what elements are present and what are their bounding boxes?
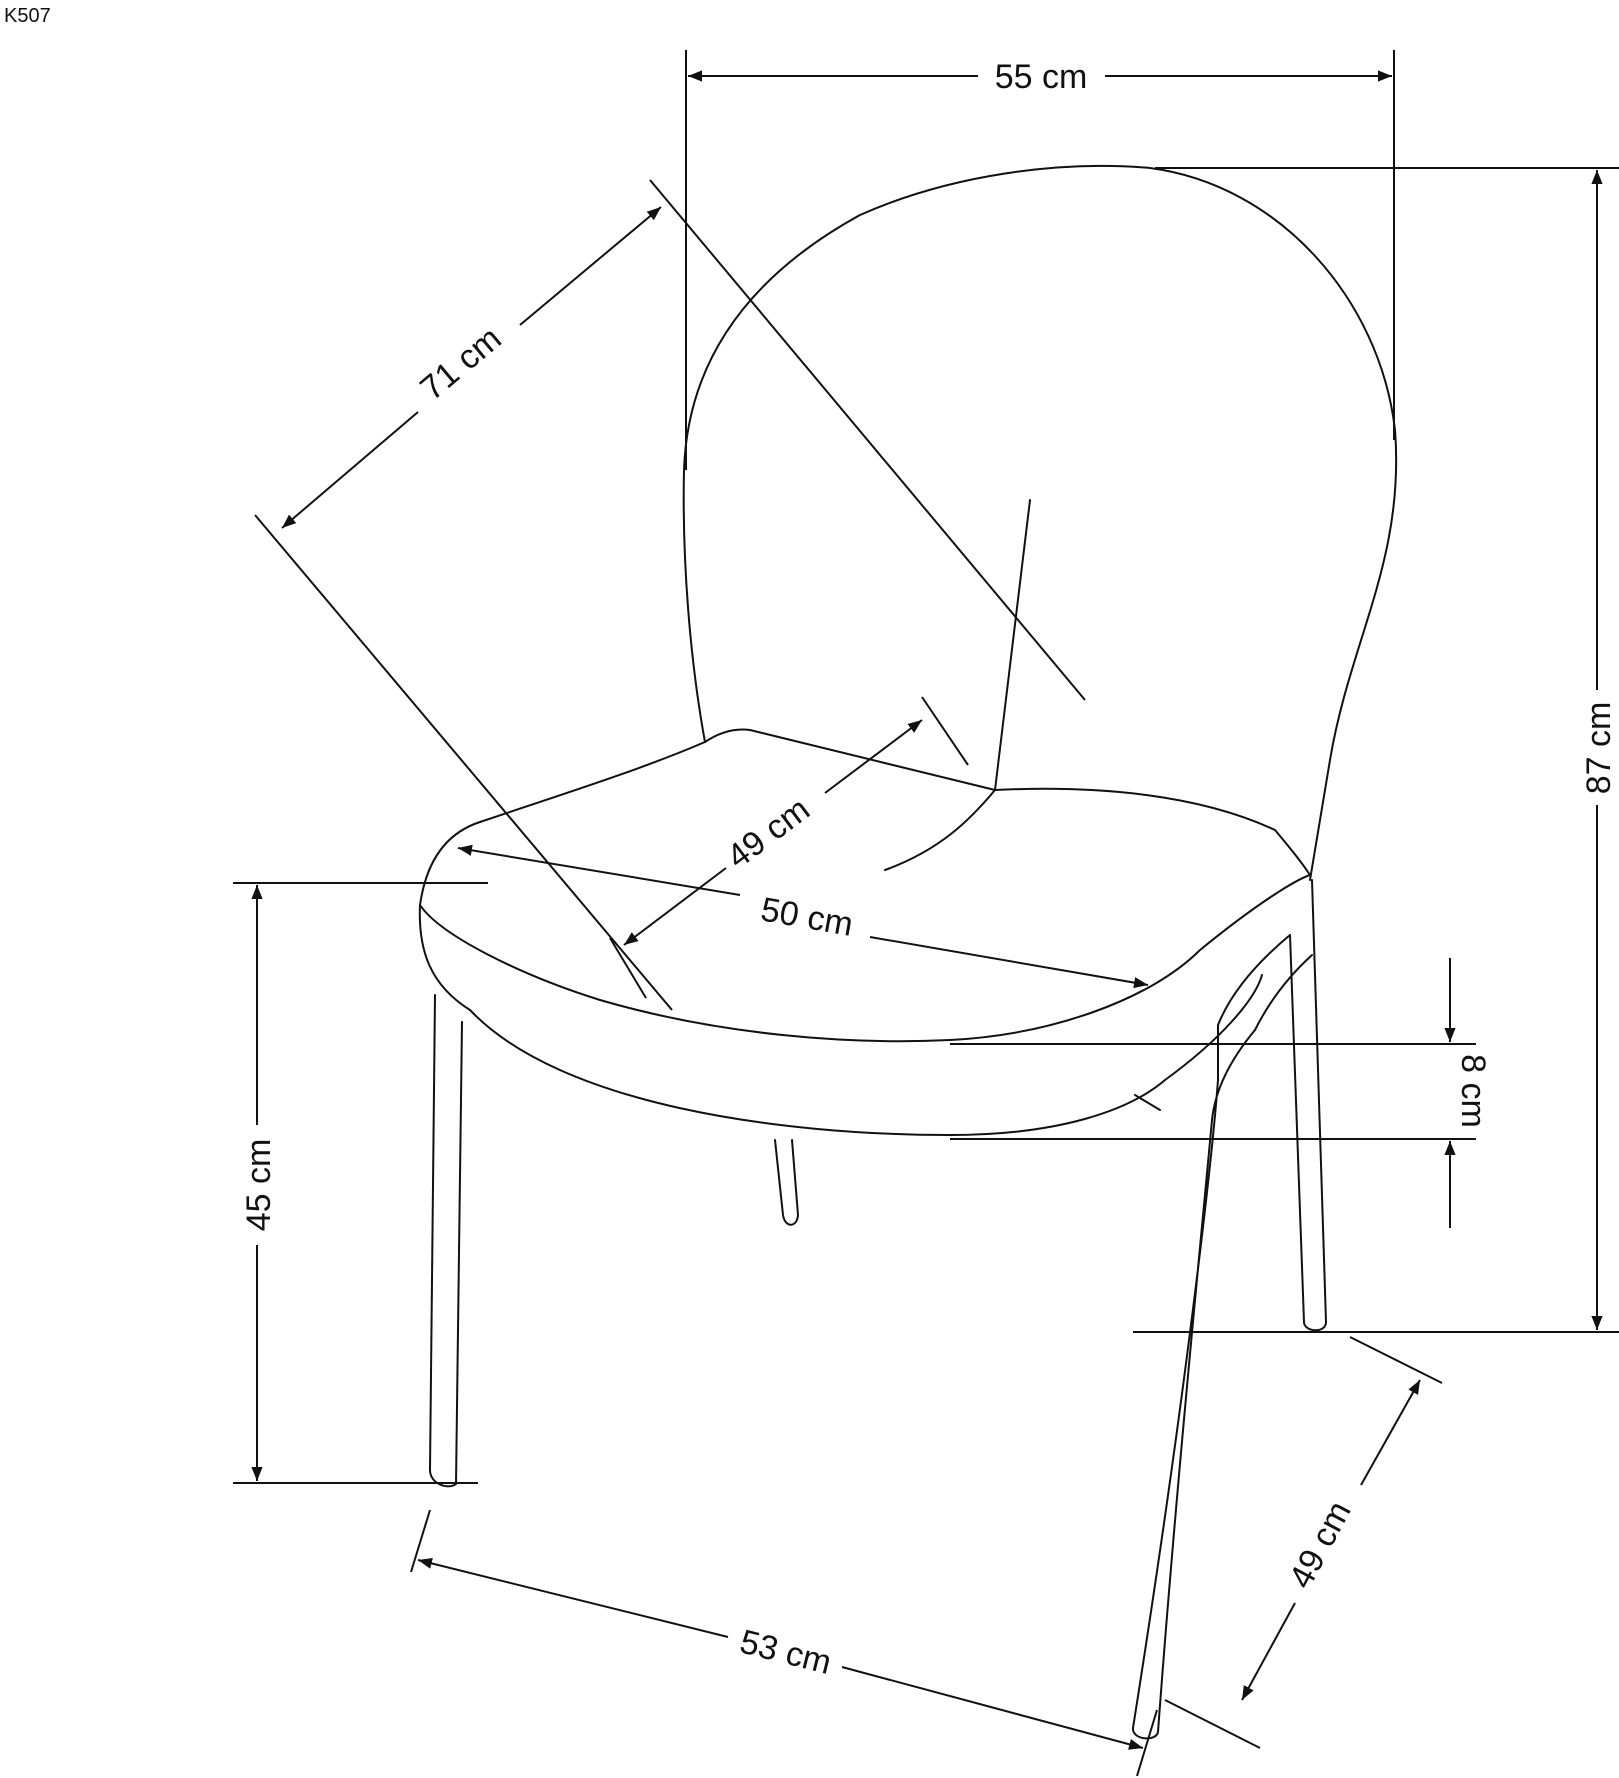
backrest-inner-line [994, 499, 1031, 791]
back-right-leg [1289, 879, 1327, 1332]
dimension-seat-thickness: 8 cm [950, 958, 1492, 1228]
label-backrest-diagonal: 71 cm [413, 319, 508, 408]
label-base-width: 53 cm [736, 1623, 835, 1682]
dimension-base-depth: 49 cm [1164, 1336, 1443, 1749]
front-left-leg [429, 994, 463, 1488]
backrest-seam-curve [884, 789, 996, 871]
label-seat-height: 45 cm [240, 1139, 278, 1232]
dimension-seat-depth: 49 cm [609, 696, 969, 999]
backrest-outline [682, 164, 1398, 881]
label-base-depth: 49 cm [1282, 1495, 1359, 1595]
back-left-leg [774, 1139, 799, 1226]
dimension-base-width: 53 cm [410, 1509, 1158, 1777]
chair-outline [418, 164, 1398, 1740]
dimension-backrest-diagonal: 71 cm [254, 179, 1086, 1011]
front-right-leg [1132, 1029, 1256, 1740]
seat-back-edge [704, 728, 996, 791]
model-code: K507 [4, 5, 51, 27]
label-height-total: 87 cm [1580, 702, 1618, 795]
dimension-height-total: 87 cm [1133, 167, 1619, 1333]
dimension-seat-height: 45 cm [233, 882, 488, 1484]
seat-cushion-side [418, 904, 1263, 1136]
seat-top-outline [419, 741, 1311, 1043]
dimension-width-top: 55 cm [685, 50, 1395, 470]
label-width-top: 55 cm [995, 58, 1088, 96]
label-seat-thickness: 8 cm [1454, 1054, 1492, 1128]
label-seat-width: 50 cm [758, 890, 856, 944]
side-frame-tube [1217, 934, 1313, 1081]
dimension-seat-width: 50 cm [457, 844, 1149, 989]
under-seat-strut [1134, 1094, 1161, 1111]
label-seat-depth: 49 cm [720, 790, 817, 876]
